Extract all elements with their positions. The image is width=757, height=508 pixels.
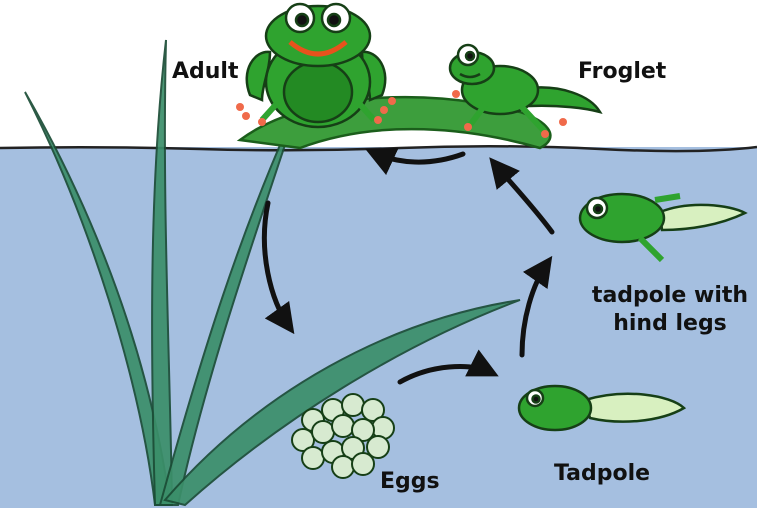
tadpole-label: Tadpole	[554, 460, 650, 488]
tadpole-with-hind-legs-label-line2: hind legs	[585, 310, 755, 338]
tadpole-with-hind-legs-label-line1: tadpole with	[585, 282, 755, 310]
adult-label: Adult	[172, 58, 239, 86]
froglet-label: Froglet	[578, 58, 666, 86]
eggs-label: Eggs	[380, 468, 440, 496]
tadpole-with-hind-legs-label: tadpole with hind legs	[585, 282, 755, 337]
